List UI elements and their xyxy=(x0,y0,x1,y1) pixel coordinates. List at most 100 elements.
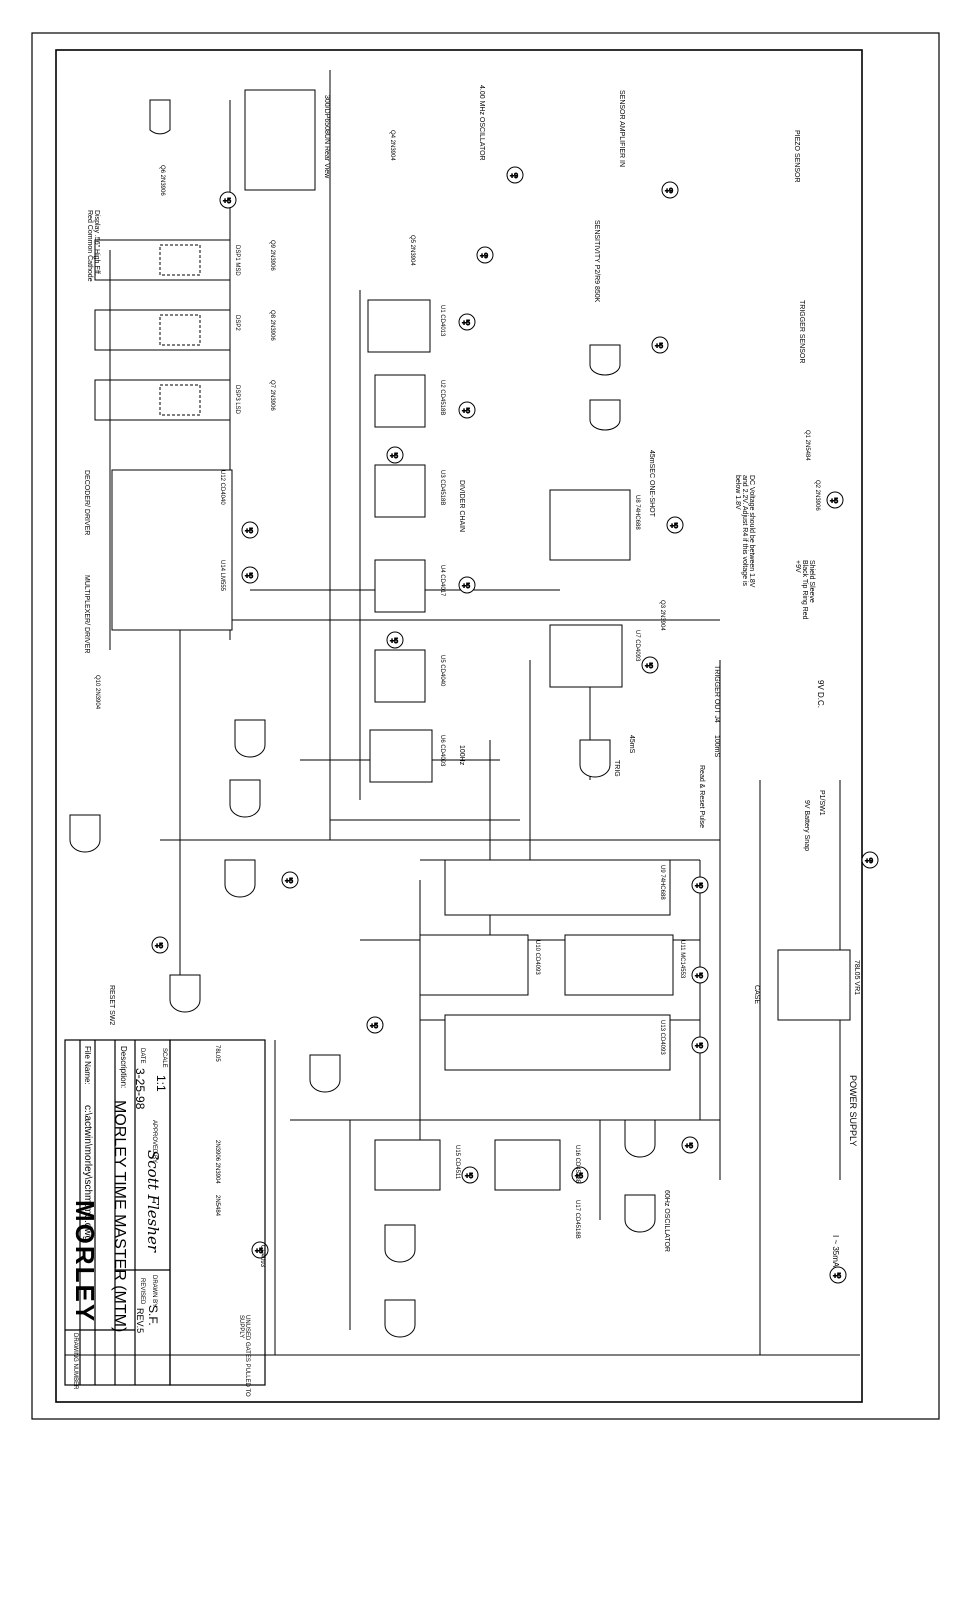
osc60-label: 60Hz OSCILLATOR xyxy=(663,1190,670,1252)
case-label: CASE xyxy=(753,985,760,1005)
supply-node-label: +5 xyxy=(670,523,678,530)
supply-node-label: +9 xyxy=(480,253,488,260)
display-rear-label: 300/DP6508UN Rear View xyxy=(323,95,330,179)
description-label: Description: xyxy=(119,1046,128,1089)
display-rear-view xyxy=(244,89,316,191)
supply-node-label: +5 xyxy=(255,1248,263,1255)
inner-border xyxy=(55,49,863,1403)
file-name-value: c:\actwin\morley\schmtm5.dwg xyxy=(82,1105,93,1242)
ic-u2a xyxy=(374,374,426,428)
supply-node-label: +5 xyxy=(645,663,653,670)
divider-chain-label: DIVIDER CHAIN xyxy=(458,480,465,533)
sensor-amp-label: SENSOR AMPLIFIER IN xyxy=(618,90,625,168)
connector-pin-labels: Shield Sleeve Black Tip Ring Red +9V xyxy=(794,560,815,620)
regulator-label: 78L05 VR1 xyxy=(853,960,860,996)
switch-label: P1/SW1 xyxy=(818,790,825,816)
supply-node-label: +5 xyxy=(695,1043,703,1050)
supply-node-label: +5 xyxy=(695,883,703,890)
drawn-by: S.F. xyxy=(146,1305,160,1326)
gate-u13c xyxy=(384,1224,416,1263)
supply-node-label: +9 xyxy=(510,173,518,180)
ic-u4 xyxy=(549,624,623,688)
sensitivity-label: SENSITIVITY P2/R9 850K xyxy=(593,220,600,303)
trigger-sensor-label: TRIGGER SENSOR xyxy=(798,300,805,364)
power-supply-label: POWER SUPPLY xyxy=(848,1075,858,1147)
ic-vr1 xyxy=(777,949,851,1021)
supply-node-label: +5 xyxy=(245,573,253,580)
supply-node-label: +5 xyxy=(575,1173,583,1180)
read-reset-label: Read & Reset Pulse xyxy=(698,765,705,829)
trigger-out-label: TRIGGER OUT J4 xyxy=(713,665,720,723)
oscillator-label: 4.00 MHz OSCILLATOR xyxy=(478,85,485,161)
gate-u7b xyxy=(169,974,201,1013)
title-block-frame xyxy=(64,1039,266,1386)
ic-u1b xyxy=(369,729,433,783)
ic-u12 xyxy=(444,1014,671,1071)
date-value: 3-25-98 xyxy=(133,1068,147,1110)
gate-u10a xyxy=(589,344,621,376)
supply-node-label: +9 xyxy=(665,188,673,195)
dc-voltage-note: DC Voltage should be between 1.8V and 2.… xyxy=(734,475,755,588)
gate-u6a xyxy=(224,859,256,898)
ic-u3a xyxy=(374,559,426,613)
piezo-label: PIEZO SENSOR xyxy=(793,130,800,183)
trig-label: TRIG xyxy=(613,760,620,777)
supply-node-label: +5 xyxy=(285,878,293,885)
drawn-by-label: DRAWN BY xyxy=(151,1275,157,1308)
display-dsp3 xyxy=(94,379,231,421)
ic-u2b xyxy=(374,464,426,518)
supply-node-label: +5 xyxy=(462,408,470,415)
display-dsp1 xyxy=(94,239,231,281)
battery-label: 9V Battery Snap xyxy=(803,800,810,851)
ic-u5 xyxy=(444,859,671,916)
supply-node-label: +5 xyxy=(833,1273,841,1280)
gate-u10c xyxy=(149,99,171,135)
drawing-title: MORLEY TIME MASTER (MTM) xyxy=(111,1100,128,1333)
supply-node-label: +5 xyxy=(685,1143,693,1150)
ms100-label: 100mS xyxy=(713,735,720,758)
gate-u7d xyxy=(624,1194,656,1233)
supply-node-label: +9 xyxy=(865,858,873,865)
ic-u9 xyxy=(419,934,529,996)
supply-node-label: +5 xyxy=(830,498,838,505)
ic-u17 xyxy=(374,1139,441,1191)
revised-label: REVISED xyxy=(139,1278,145,1305)
ic-u15-u11 xyxy=(111,469,233,631)
ic-u14 xyxy=(549,489,631,561)
display-dsp2 xyxy=(94,309,231,351)
hz100-label: 100Hz xyxy=(458,745,465,766)
outer-border xyxy=(31,32,940,1420)
supply-node-label: +5 xyxy=(223,198,231,205)
approved-by-signature: Scott Flesher xyxy=(144,1150,162,1253)
gate-u13d xyxy=(384,1299,416,1338)
gate-u13a xyxy=(309,1054,341,1093)
date-label: DATE xyxy=(139,1048,145,1064)
scale-value: 1:1 xyxy=(154,1075,168,1092)
supply-node-label: +5 xyxy=(465,1173,473,1180)
supply-node-label: +5 xyxy=(155,943,163,950)
revision-value: REV.5 xyxy=(135,1308,145,1334)
gate-u10d xyxy=(69,814,101,853)
supply-nodes: +5 +5 +5 +5 +5 +5 +5 +5 +5 +5 +5 +9 +9 +9 +9 +5 +5 +5 +5 +5… xyxy=(151,166,879,1284)
unused-gates-label: UNUSED GATES PULLED TO SUPPLY xyxy=(238,1315,250,1397)
current-label: I ~ 35mA xyxy=(831,1235,840,1268)
decoder-label: DECODER/ DRIVER xyxy=(83,470,90,536)
ic-u1a xyxy=(367,299,431,353)
gate-u7c xyxy=(624,1119,656,1158)
supply-node-label: +5 xyxy=(245,528,253,535)
gate-u6b xyxy=(579,739,611,778)
scale-label: SCALE xyxy=(161,1048,167,1068)
gate-u10b xyxy=(589,399,621,431)
mux-label: MULTIPLEXER/ DRIVER xyxy=(83,575,90,654)
supply-node-label: +5 xyxy=(655,343,663,350)
nand-gates xyxy=(69,99,656,1338)
dc-input-label: 9V D.C. xyxy=(816,680,825,709)
supply-node-label: +5 xyxy=(462,583,470,590)
supply-node-label: +5 xyxy=(695,973,703,980)
supply-node-label: +5 xyxy=(390,453,398,460)
one-shot-label: 45mSEC ONE-SHOT xyxy=(648,450,655,517)
reset-switch-label: RESET SW2 xyxy=(108,985,115,1026)
display-label: Display .56" High Eff. Red Common Cathod… xyxy=(86,210,100,282)
